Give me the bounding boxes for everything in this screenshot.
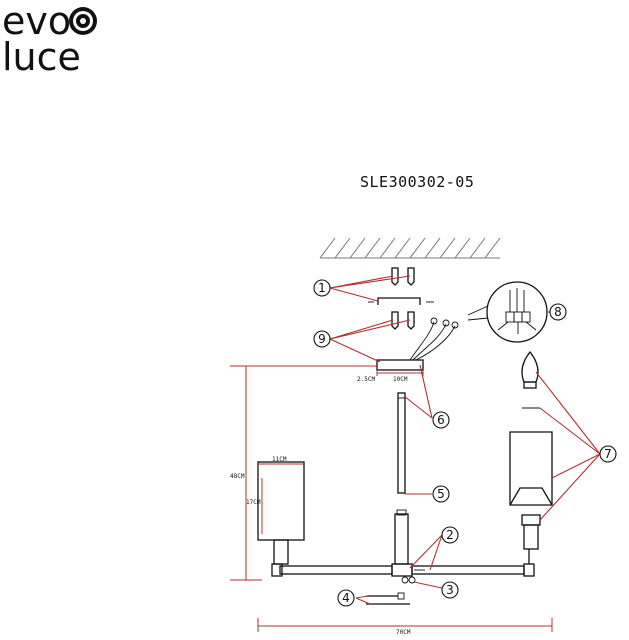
callout-7-label: 7 [604,447,612,461]
height-label: 48CM [230,473,245,480]
terminal-detail [467,281,548,343]
stem-rod [397,392,406,494]
callout-6: 6 [432,411,450,429]
callout-9-label: 9 [318,332,326,346]
callout-5-label: 5 [437,487,445,501]
leader-lines [329,275,601,605]
ceiling-hatch [319,237,501,259]
callout-9: 9 [313,330,331,348]
central-body [391,509,425,584]
callout-1: 1 [313,279,331,297]
callout-7: 7 [599,445,617,463]
callout-2-label: 2 [446,528,454,542]
width-label: 70CM [396,629,411,636]
callout-8-label: 8 [554,305,562,319]
wall-plugs [391,267,415,330]
callout-3: 3 [441,581,459,599]
shade-dimensions: 11CM 17CM [246,456,304,534]
callout-4-label: 4 [342,591,350,605]
brand-line-1: evo [2,0,71,43]
canopy [376,359,424,371]
model-title: SLE300302-05 [360,173,475,191]
callout-3-label: 3 [446,583,454,597]
concentric-circle-icon [69,7,97,35]
width-dimension: 70CM [257,618,553,636]
mounting-bracket [368,297,434,305]
right-shade [509,431,553,564]
callout-4: 4 [337,589,355,607]
canopy-dimension: 10CM 2.5CM [357,370,424,383]
height-dimension: 48CM [230,365,378,581]
callout-8: 8 [549,303,567,321]
arms [271,563,535,577]
left-shade [257,461,305,565]
callout-5: 5 [432,485,450,503]
brand-logo: evo luce [2,0,97,79]
small-parts [366,592,410,605]
canopy-width-label: 10CM [393,376,408,383]
shade-width-label: 11CM [272,456,287,463]
canopy-height-label: 2.5CM [357,376,375,383]
callout-6-label: 6 [437,413,445,427]
brand-line-2: luce [2,35,81,79]
callout-1-label: 1 [318,281,326,295]
callout-2: 2 [441,526,459,544]
wires [409,317,459,361]
shade-height-label: 17CM [246,499,261,506]
candle-bulb-icon [521,350,540,409]
